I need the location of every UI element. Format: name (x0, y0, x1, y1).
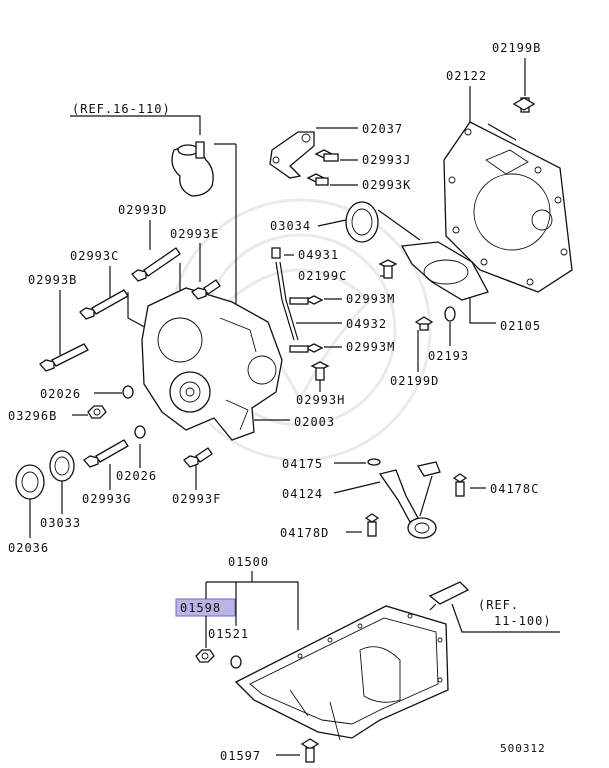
bolt-02993D[interactable] (131, 247, 181, 282)
bolt-02993F[interactable] (183, 447, 213, 468)
washer-02026-lower[interactable] (134, 425, 146, 439)
label-02193[interactable]: 02193 (428, 349, 469, 363)
ref-11-100-line1[interactable]: (REF. (478, 598, 519, 612)
label-02993D[interactable]: 02993D (118, 203, 167, 217)
label-02993E[interactable]: 02993E (170, 227, 219, 241)
bolt-02993E[interactable] (191, 279, 221, 300)
label-03033[interactable]: 03033 (40, 516, 81, 530)
label-02993J[interactable]: 02993J (362, 153, 411, 167)
bolt-02993H[interactable] (310, 361, 330, 381)
bolt-02993M-upper[interactable] (289, 295, 324, 305)
bolt-02199C[interactable] (378, 259, 398, 279)
label-02036[interactable]: 02036 (8, 541, 49, 555)
labels: 02199B 02122 (REF.16-110) 02037 02993J 0… (8, 41, 552, 763)
label-02199D[interactable]: 02199D (390, 374, 439, 388)
label-02993H[interactable]: 02993H (296, 393, 345, 407)
gasket-04175[interactable] (367, 458, 381, 466)
parts (15, 97, 573, 763)
bolt-02993C[interactable] (79, 289, 129, 320)
label-02993B[interactable]: 02993B (28, 273, 77, 287)
oil-level-gauge-ref-11-100[interactable] (428, 581, 470, 611)
label-01500[interactable]: 01500 (228, 555, 269, 569)
bolt-02199B[interactable] (512, 97, 536, 113)
oil-strainer-04124[interactable] (378, 461, 441, 539)
bolt-02993M-lower[interactable] (289, 343, 324, 353)
label-04931[interactable]: 04931 (298, 248, 339, 262)
water-outlet-ref-16-110[interactable] (171, 141, 214, 197)
seal-case-02105[interactable] (400, 241, 489, 301)
label-02026-upper[interactable]: 02026 (40, 387, 81, 401)
oil-seal-03033[interactable] (49, 450, 75, 482)
label-04932[interactable]: 04932 (346, 317, 387, 331)
label-02122[interactable]: 02122 (446, 69, 487, 83)
label-02993K[interactable]: 02993K (362, 178, 411, 192)
label-03296B[interactable]: 03296B (8, 409, 57, 423)
label-02993C[interactable]: 02993C (70, 249, 119, 263)
washer-02026-upper[interactable] (122, 385, 134, 399)
rear-plate-02122[interactable] (443, 121, 573, 293)
bolt-02993J[interactable] (314, 149, 339, 162)
bolt-04178C[interactable] (452, 473, 468, 497)
timing-cover-02003[interactable] (141, 287, 283, 441)
bolt-02993G[interactable] (83, 439, 129, 468)
label-02199C[interactable]: 02199C (298, 269, 347, 283)
bolt-02993B[interactable] (39, 343, 89, 372)
ref-16-110[interactable]: (REF.16-110) (72, 102, 171, 116)
bolt-02199D[interactable] (414, 316, 434, 331)
label-04175[interactable]: 04175 (282, 457, 323, 471)
oil-pan-01500[interactable] (234, 605, 449, 741)
label-03034[interactable]: 03034 (270, 219, 311, 233)
label-02993G[interactable]: 02993G (82, 492, 131, 506)
label-04178C[interactable]: 04178C (490, 482, 539, 496)
label-02026-lower[interactable]: 02026 (116, 469, 157, 483)
washer-02193[interactable] (444, 306, 456, 322)
label-01597[interactable]: 01597 (220, 749, 261, 763)
bolt-04178D[interactable] (364, 513, 380, 537)
label-04124[interactable]: 04124 (282, 487, 323, 501)
drain-plug-01598[interactable] (195, 649, 215, 663)
catalog-number: 500312 (500, 742, 546, 755)
bolt-02993K[interactable] (306, 173, 329, 186)
label-04178D[interactable]: 04178D (280, 526, 329, 540)
oil-seal-03034[interactable] (345, 201, 379, 243)
label-02993M-lower[interactable]: 02993M (346, 340, 395, 354)
label-01521[interactable]: 01521 (208, 627, 249, 641)
label-01598[interactable]: 01598 (180, 601, 221, 615)
label-02003[interactable]: 02003 (294, 415, 335, 429)
leader-lines (29, 58, 560, 756)
label-02199B[interactable]: 02199B (492, 41, 541, 55)
bracket-02037[interactable] (269, 131, 315, 179)
oil-seal-02036[interactable] (15, 464, 45, 500)
label-02105[interactable]: 02105 (500, 319, 541, 333)
nut-03296B[interactable] (87, 405, 107, 419)
dipstick-04931[interactable] (271, 247, 299, 341)
label-02037[interactable]: 02037 (362, 122, 403, 136)
label-02993F[interactable]: 02993F (172, 492, 221, 506)
ref-11-100-line2[interactable]: 11-100) (494, 614, 552, 628)
bolt-01597[interactable] (300, 738, 320, 763)
label-02993M-upper[interactable]: 02993M (346, 292, 395, 306)
gasket-01521[interactable] (230, 655, 242, 669)
